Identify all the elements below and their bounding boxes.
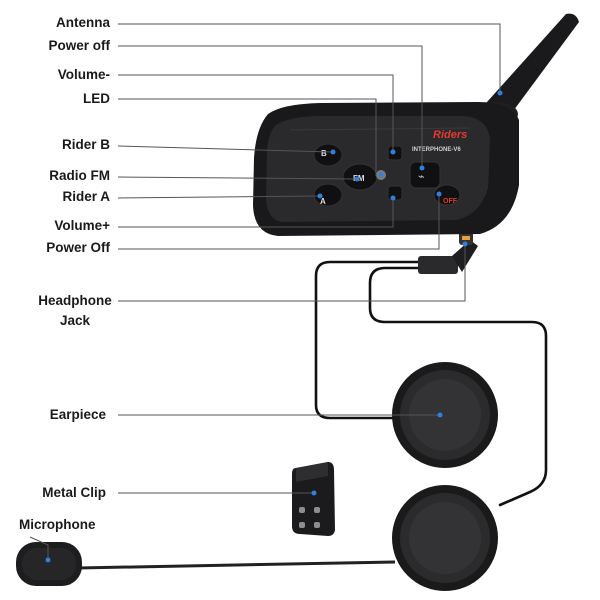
intercom-device: Riders INTERPHONE-V6 B A FM ⌁ OFF — [253, 102, 519, 236]
label-antenna: Antenna — [56, 15, 110, 30]
dot-headphone-jack — [462, 241, 468, 247]
antenna — [478, 13, 579, 119]
button-a-label: A — [320, 197, 326, 206]
dot-volume-minus — [390, 149, 396, 155]
label-power-off-bottom: Power Off — [46, 240, 110, 255]
earpiece-lower — [392, 485, 498, 591]
earpiece-upper — [392, 362, 498, 468]
dot-radio-fm — [354, 176, 360, 182]
label-power-off: Power off — [48, 38, 110, 53]
dot-metal-clip — [311, 490, 317, 496]
brand-logo: Riders — [433, 129, 467, 141]
label-volume-minus: Volume- — [57, 67, 110, 82]
dot-power-off-bottom — [436, 191, 442, 197]
headphone-jack-plug — [418, 231, 478, 274]
headphone-cable — [314, 260, 548, 507]
label-volume-plus: Volume+ — [54, 218, 110, 233]
label-radio-fm: Radio FM — [49, 168, 110, 183]
model-name: INTERPHONE-V6 — [412, 147, 461, 153]
microphone-boom — [16, 542, 396, 586]
dot-rider-a — [317, 193, 323, 199]
dot-rider-b — [330, 149, 336, 155]
dot-power-off — [419, 165, 425, 171]
label-earpiece: Earpiece — [49, 407, 106, 422]
dot-antenna — [497, 90, 503, 96]
metal-clip — [292, 462, 335, 536]
label-headphone-jack-line1: Headphone — [38, 293, 112, 308]
dot-led — [378, 172, 384, 178]
button-off-label: OFF — [443, 198, 458, 205]
dot-earpiece — [437, 412, 443, 418]
motorcycle-icon: ⌁ — [418, 171, 425, 183]
label-microphone: Microphone — [19, 517, 96, 532]
callout-dots — [45, 90, 503, 563]
label-led: LED — [83, 91, 110, 106]
label-rider-a: Rider A — [62, 189, 110, 204]
callout-lines — [29, 23, 501, 560]
label-rider-b: Rider B — [61, 137, 110, 152]
label-metal-clip: Metal Clip — [42, 485, 106, 500]
dot-volume-plus — [390, 195, 396, 201]
dot-microphone — [45, 557, 51, 563]
label-headphone-jack-line2: Jack — [59, 313, 91, 328]
button-b-label: B — [321, 149, 327, 158]
